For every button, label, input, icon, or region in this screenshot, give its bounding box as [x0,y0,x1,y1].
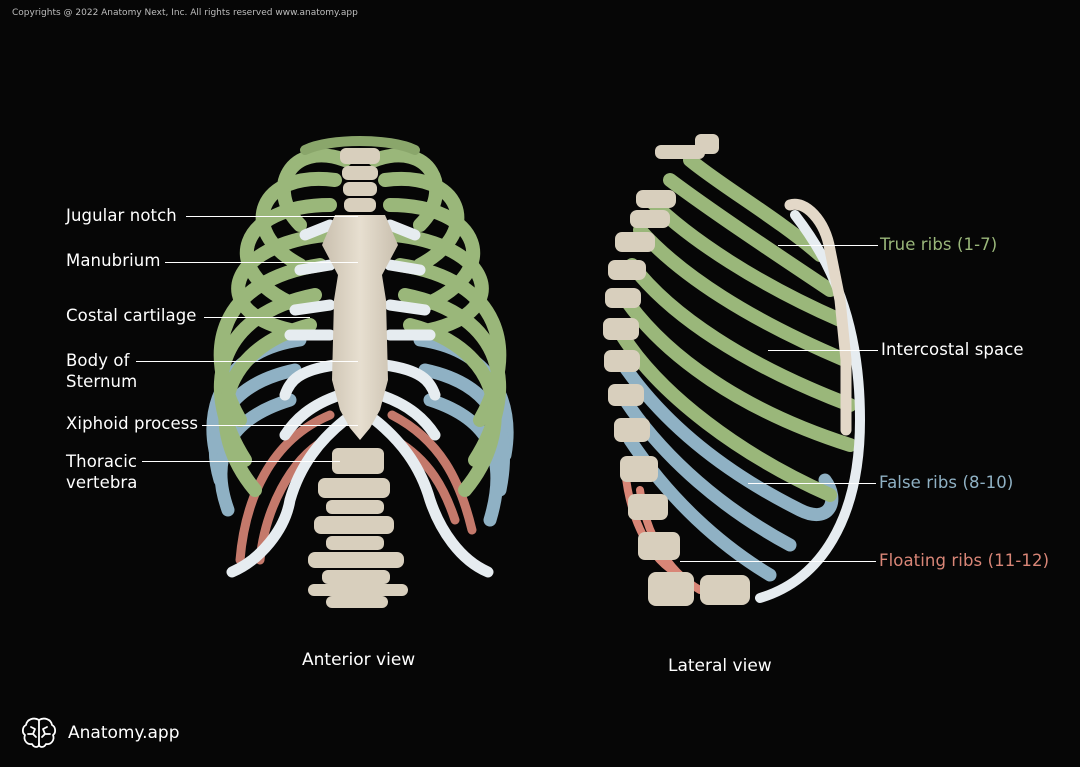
brand-name: Anatomy.app [68,723,180,743]
label-manubrium: Manubrium [66,251,161,270]
leader-thoracic-vertebra [142,461,340,462]
anterior-rib-cage [206,136,514,578]
leader-xiphoid-process [202,425,358,426]
label-thoracic-vertebra-line1: Thoracic [66,452,138,471]
anterior-costal-cartilage [226,219,494,578]
leader-costal-cartilage [204,317,310,318]
anterior-true-ribs [213,148,507,497]
label-xiphoid-process: Xiphoid process [66,414,199,433]
leader-intercostal-space [768,350,878,351]
lateral-vertebral-column [603,134,750,606]
caption-anterior-view: Anterior view [302,650,416,670]
leader-jugular-notch [186,216,358,217]
lateral-costal-cartilage [755,210,866,603]
label-body-of-sternum-line1: Body of [66,351,130,370]
label-thoracic-vertebra-line2: vertebra [66,473,138,492]
copyright-notice: Copyrights @ 2022 Anatomy Next, Inc. All… [12,8,358,18]
label-true-ribs: True ribs (1-7) [880,235,998,254]
anterior-first-rib-top [300,136,420,155]
label-intercostal-space: Intercostal space [881,340,1024,359]
brain-icon [21,717,57,748]
label-floating-ribs: Floating ribs (11-12) [879,551,1050,570]
label-false-ribs: False ribs (8-10) [879,473,1014,492]
lateral-sternum [784,198,852,436]
label-jugular-notch: Jugular notch [66,206,177,225]
anterior-sternum [322,215,398,440]
leader-body-of-sternum [136,361,358,362]
leader-floating-ribs [680,561,876,562]
leader-false-ribs [748,483,876,484]
label-costal-cartilage: Costal cartilage [66,306,197,325]
brand-logo: Anatomy.app [20,714,180,752]
leader-true-ribs [778,245,878,246]
anterior-vertebral-column [308,148,408,608]
caption-lateral-view: Lateral view [668,656,772,676]
label-body-of-sternum-line2: Sternum [66,372,138,391]
leader-manubrium [165,262,358,263]
